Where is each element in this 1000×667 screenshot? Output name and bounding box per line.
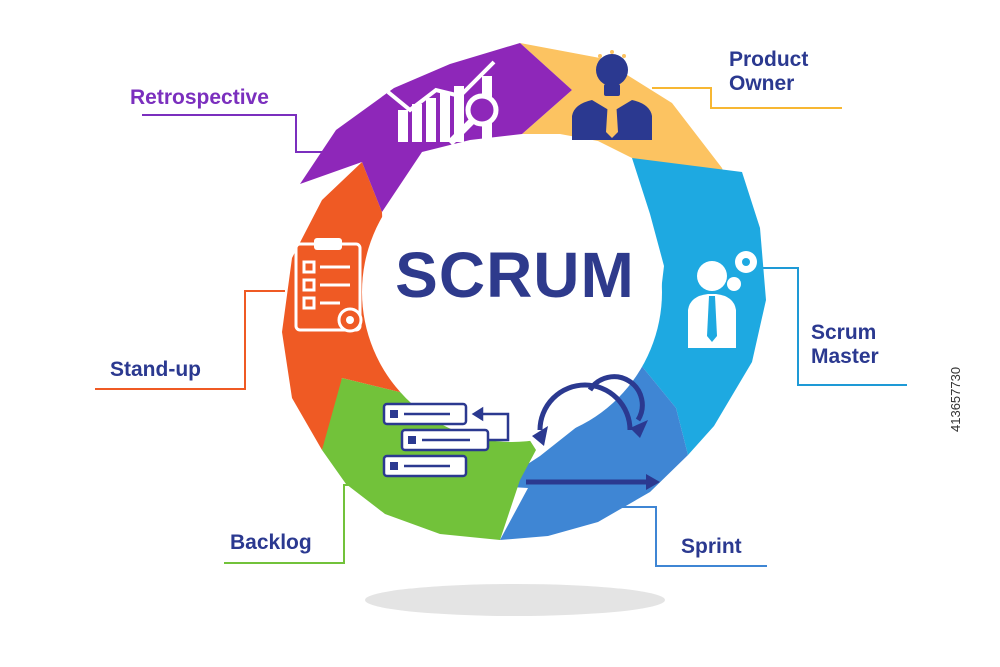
- label-scrum-master-line1: Scrum: [811, 321, 877, 344]
- label-scrum-master-line2: Master: [811, 345, 879, 368]
- label-product-owner-line1: Product: [729, 48, 809, 71]
- label-product-owner-line2: Owner: [729, 72, 795, 95]
- center-circle: [362, 142, 662, 442]
- chart-magnifier-icon: [386, 60, 499, 146]
- scrum-master-person-icon: [688, 251, 757, 348]
- backlog-list-icon: [382, 402, 510, 478]
- connector-retrospective: [142, 114, 342, 153]
- label-standup: Stand-up: [110, 358, 201, 381]
- label-sprint: Sprint: [681, 535, 742, 558]
- scrum-title: SCRUM: [395, 239, 635, 311]
- label-product-owner: Product Owner: [729, 48, 808, 96]
- connector-product-owner: [652, 87, 842, 109]
- segment-sprint: [494, 364, 688, 540]
- ground-shadow: [365, 584, 665, 616]
- clipboard-checklist-icon: [294, 238, 363, 333]
- label-retrospective: Retrospective: [130, 86, 269, 109]
- stock-id-text: 413657730: [948, 366, 963, 432]
- connector-standup: [95, 290, 285, 390]
- sprint-loop-icon: [526, 374, 660, 490]
- label-scrum-master: Scrum Master: [811, 321, 879, 369]
- label-backlog: Backlog: [230, 531, 312, 554]
- product-owner-person-icon: [572, 50, 652, 140]
- connector-scrum-master: [760, 267, 907, 386]
- connector-sprint: [620, 506, 767, 567]
